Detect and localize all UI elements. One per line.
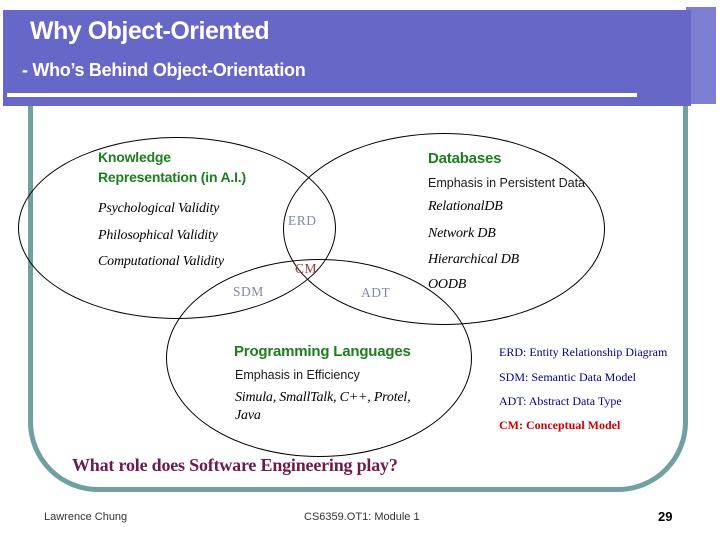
kr-item-computational: Computational Validity (98, 254, 224, 269)
pl-languages-line2: Java (235, 408, 261, 423)
overlap-label-erd: ERD (288, 213, 317, 228)
pl-emphasis: Emphasis in Efficiency (235, 368, 360, 382)
db-item-oodb: OODB (428, 277, 467, 292)
db-item-network: Network DB (428, 226, 496, 241)
footer-author: Lawrence Chung (44, 511, 128, 523)
overlap-label-sdm: SDM (233, 284, 264, 299)
slide-title: Why Object-Oriented (30, 17, 270, 45)
footer-page-number: 29 (658, 509, 673, 524)
db-item-hierarchical: Hierarchical DB (428, 252, 519, 267)
kr-heading-line2: Representation (in A.I.) (98, 169, 246, 185)
kr-heading: Knowledge Representation (in A.I.) (98, 147, 246, 187)
overlap-label-adt: ADT (361, 285, 391, 300)
legend-adt: ADT: Abstract Data Type (499, 394, 622, 408)
kr-item-philosophical: Philosophical Validity (98, 228, 218, 243)
overlap-label-cm: CM (295, 261, 318, 276)
kr-item-psychological: Psychological Validity (98, 201, 220, 216)
db-heading: Databases (428, 150, 502, 167)
legend-erd: ERD: Entity Relationship Diagram (499, 345, 668, 359)
kr-heading-line1: Knowledge (98, 149, 171, 165)
question-text: What role does Software Engineering play… (72, 455, 398, 475)
slide-subtitle: - Who’s Behind Object-Orientation (22, 60, 306, 80)
legend-sdm: SDM: Semantic Data Model (499, 370, 636, 384)
venn-ellipse-programming-languages (166, 259, 472, 457)
pl-languages-line1: Simula, SmallTalk, C++, Protel, (235, 390, 411, 405)
banner-shadow (686, 7, 716, 104)
title-banner: Why Object-Oriented - Who’s Behind Objec… (3, 10, 691, 106)
banner-divider-line (7, 93, 637, 97)
legend-cm: CM: Conceptual Model (499, 418, 621, 432)
db-emphasis: Emphasis in Persistent Data (428, 176, 586, 190)
db-item-relational: RelationalDB (428, 199, 503, 214)
footer-course: CS6359.OT1: Module 1 (304, 511, 420, 523)
pl-heading: Programming Languages (234, 343, 411, 360)
